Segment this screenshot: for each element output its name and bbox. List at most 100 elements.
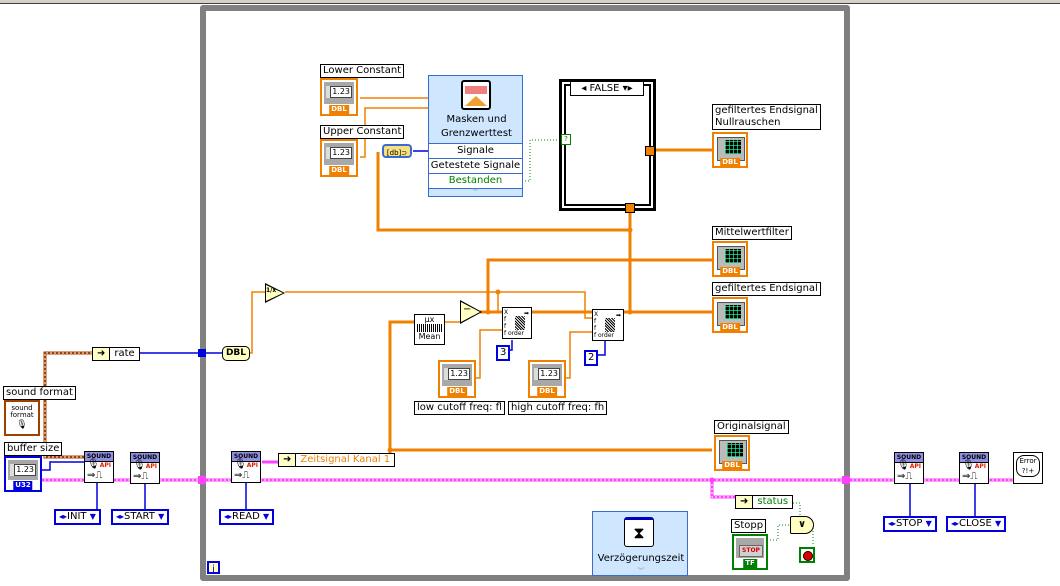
filter-response-icon: [515, 316, 525, 330]
rate-loop-tunnel: [198, 349, 206, 357]
iteration-terminal: i: [207, 561, 220, 575]
while-loop-frame[interactable]: [200, 5, 850, 581]
spinner-icon: [326, 147, 332, 159]
boolean-wires: [522, 139, 814, 545]
graph-originalsignal[interactable]: DBL: [714, 435, 750, 471]
spinner-icon: [444, 368, 450, 380]
wait-label: Verzögerungszeit: [597, 553, 685, 564]
case-prev-arrow[interactable]: ◂: [581, 83, 587, 94]
reciprocal-node-fill: [266, 285, 283, 301]
mask-test-title-2: Grenzwerttest: [441, 128, 512, 139]
graph-endsignal[interactable]: DBL: [712, 297, 748, 333]
enum-stop[interactable]: ◂▸STOP ▼: [883, 516, 937, 532]
mask-test-icon: [461, 80, 491, 110]
lower-constant-label: Lower Constant: [320, 64, 405, 78]
case-structure[interactable]: [559, 79, 656, 211]
error-handler-vi[interactable]: Error ?!+: [1013, 452, 1043, 484]
low-cutoff-label: low cutoff freq: fl: [414, 401, 505, 415]
mask-row-bestanden[interactable]: Bestanden: [429, 173, 522, 189]
dropdown-icon[interactable]: ▼: [263, 512, 270, 521]
microphone-icon: 🎙⇒⎍: [87, 459, 103, 481]
unbundle-zeitsignal[interactable]: ➜Zeitsignal Kanal 1: [278, 453, 396, 467]
filter-order-constant-1[interactable]: 3: [496, 345, 511, 361]
mask-test-title-1: Masken und: [446, 114, 507, 125]
expand-chevron-icon[interactable]: ︾: [472, 188, 479, 196]
unbundle-rate[interactable]: ➜rate: [92, 347, 140, 361]
hourglass-icon: ⧗: [624, 517, 654, 547]
window-top-edge: [0, 0, 1060, 4]
enum-read[interactable]: ◂▸READ ▼: [219, 509, 275, 525]
buffer-size-label: buffer size: [4, 442, 63, 456]
sound-format-control[interactable]: sound format 🎙: [4, 400, 40, 436]
error-loop-tunnel-in: [198, 476, 206, 484]
spinner-icon: [534, 368, 540, 380]
case-selector-value: FALSE: [589, 83, 620, 94]
spinner-icon: [10, 464, 16, 476]
error-loop-tunnel-out: [842, 476, 850, 484]
low-cutoff-control[interactable]: 1.23 DBL: [438, 360, 476, 398]
sound-start-vi[interactable]: SOUND API 🎙⇒⎍: [130, 452, 160, 484]
dropdown-icon[interactable]: ▼: [994, 519, 1002, 528]
mask-row-getestete[interactable]: Getestete Signale: [429, 158, 522, 173]
microphone-icon: 🎙⇒⎍: [234, 459, 250, 481]
graph-mittelwertfilter[interactable]: DBL: [712, 241, 748, 277]
case-selector[interactable]: ◂ FALSE ▾▸: [570, 81, 644, 96]
microphone-icon: 🎙: [16, 420, 28, 430]
mask-limit-test-vi[interactable]: Masken und Grenzwerttest Signale Geteste…: [428, 75, 523, 197]
to-double-node[interactable]: DBL: [222, 346, 250, 361]
noise-glyph-icon: [417, 324, 442, 332]
spinner-icon: [326, 86, 332, 98]
or-gate-node[interactable]: ∨: [790, 516, 814, 534]
mean-vi[interactable]: μx Mean: [414, 314, 445, 345]
error-wire-status-branch: [710, 480, 735, 499]
high-cutoff-label: high cutoff freq: fh: [508, 401, 608, 415]
wait-express-vi[interactable]: ⧗ Verzögerungszeit ︾: [592, 511, 688, 576]
unbundle-status[interactable]: ➜status: [735, 495, 794, 509]
subtract-symbol: −: [463, 304, 472, 315]
sound-format-label: sound format: [3, 386, 76, 400]
loop-stop-condition[interactable]: [799, 547, 815, 563]
case-selector-terminal: ?: [561, 134, 571, 145]
enum-start[interactable]: ◂▸START ▼: [111, 509, 170, 525]
high-cutoff-control[interactable]: 1.23 DBL: [528, 360, 566, 398]
reciprocal-label: 1/x: [266, 287, 277, 294]
upper-constant-label: Upper Constant: [320, 125, 405, 139]
sound-close-vi[interactable]: SOUND API 🎙⇒⎍: [959, 452, 989, 484]
enum-init[interactable]: ◂▸INIT ▼: [54, 509, 101, 525]
stop-sign-icon: [803, 551, 813, 561]
microphone-icon: 🎙⇒⎍: [962, 460, 978, 482]
sound-read-vi[interactable]: SOUND API 🎙⇒⎍: [231, 451, 261, 483]
lower-constant-control[interactable]: 1.23 DBL: [320, 78, 358, 116]
upper-constant-control[interactable]: 1.23 DBL: [320, 139, 358, 177]
to-dynamic-data-node[interactable]: [db]⊃: [382, 144, 412, 158]
dropdown-icon[interactable]: ▼: [89, 512, 96, 521]
unbundle-arrow-icon: ➜: [93, 348, 111, 360]
output-endsignal-label: gefiltertes Endsignal: [712, 282, 821, 296]
sound-init-vi[interactable]: SOUND API 🎙⇒⎍: [84, 451, 114, 483]
unbundle-arrow-icon: ➜: [279, 454, 297, 466]
case-dropdown-arrow[interactable]: ▾▸: [622, 83, 633, 94]
stopp-label: Stopp: [731, 519, 767, 533]
stop-button-control[interactable]: STOP TF: [732, 534, 768, 570]
buffer-size-control[interactable]: 1.23 U32: [4, 456, 42, 492]
microphone-icon: 🎙⇒⎍: [897, 460, 913, 482]
graph-nullrauschen[interactable]: DBL: [712, 132, 748, 168]
filter-order-constant-2[interactable]: 2: [584, 350, 599, 366]
case-output-tunnel: [645, 146, 655, 156]
dropdown-icon[interactable]: ▼: [158, 512, 165, 521]
mask-row-signale[interactable]: Signale: [429, 143, 522, 158]
case-input-tunnel: [625, 203, 635, 213]
dropdown-icon[interactable]: ▼: [925, 519, 932, 528]
enum-close[interactable]: ◂▸CLOSE ▼: [946, 516, 1007, 532]
filter-response-icon: [605, 318, 615, 332]
speech-bubble-icon: Error ?!+: [1016, 455, 1040, 477]
microphone-icon: 🎙⇒⎍: [133, 460, 149, 482]
expand-chevron-icon[interactable]: ︾: [637, 567, 645, 575]
unbundle-arrow-icon: ➜: [736, 496, 754, 508]
subtract-node-fill: [461, 302, 480, 322]
sound-stop-vi[interactable]: SOUND API 🎙⇒⎍: [894, 452, 924, 484]
output-mittelwertfilter-label: Mittelwertfilter: [712, 226, 792, 240]
